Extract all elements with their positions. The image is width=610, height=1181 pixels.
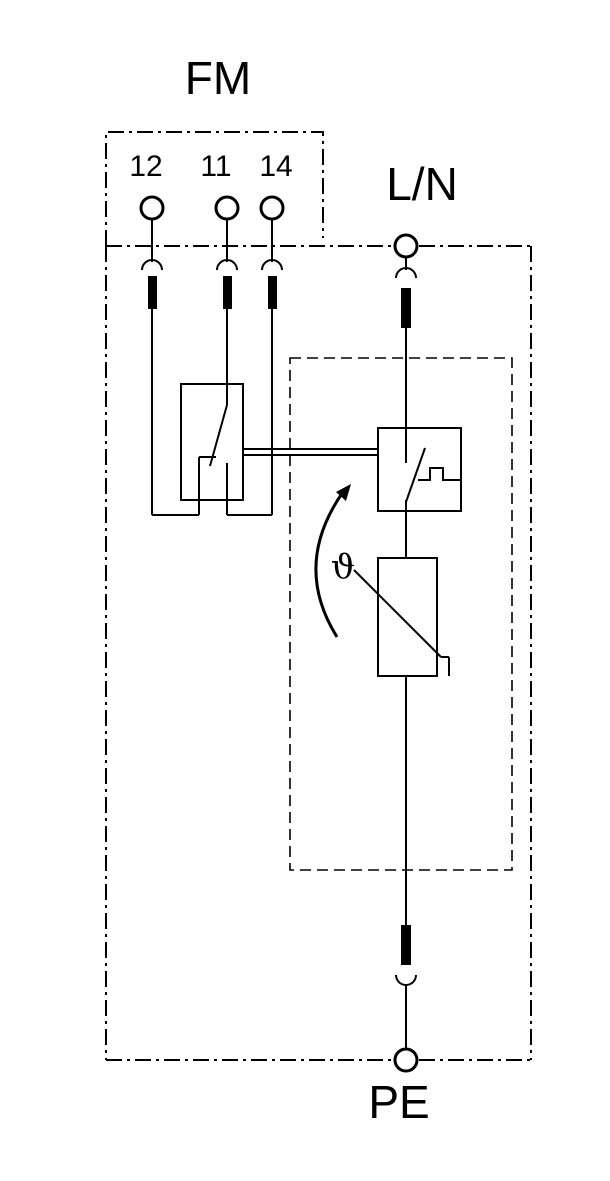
terminal-12 xyxy=(139,195,165,221)
terminal-11 xyxy=(214,195,240,221)
connector-11 xyxy=(216,219,238,384)
terminal-ln xyxy=(393,233,419,259)
thermal-disconnector xyxy=(377,427,462,512)
terminal-12-label: 12 xyxy=(129,150,162,183)
theta-symbol: ϑ xyxy=(331,547,355,587)
fm-enclosure xyxy=(105,131,324,246)
pe-label: PE xyxy=(368,1076,429,1128)
varistor xyxy=(353,557,450,677)
connector-12 xyxy=(141,219,163,515)
terminal-14 xyxy=(259,195,285,221)
fm-label: FM xyxy=(185,52,251,104)
connector-pe xyxy=(395,676,417,1049)
connector-ln xyxy=(395,257,417,428)
fm-changeover-contact xyxy=(152,383,272,516)
thermal-coupling-arrow xyxy=(314,484,351,638)
mechanical-linkage xyxy=(243,448,378,456)
connector-14 xyxy=(261,219,283,515)
terminal-14-label: 14 xyxy=(259,150,292,183)
protection-module-boundary xyxy=(289,357,513,871)
ln-label: L/N xyxy=(386,158,458,210)
terminal-11-label: 11 xyxy=(200,150,231,183)
terminal-pe xyxy=(393,1047,419,1073)
